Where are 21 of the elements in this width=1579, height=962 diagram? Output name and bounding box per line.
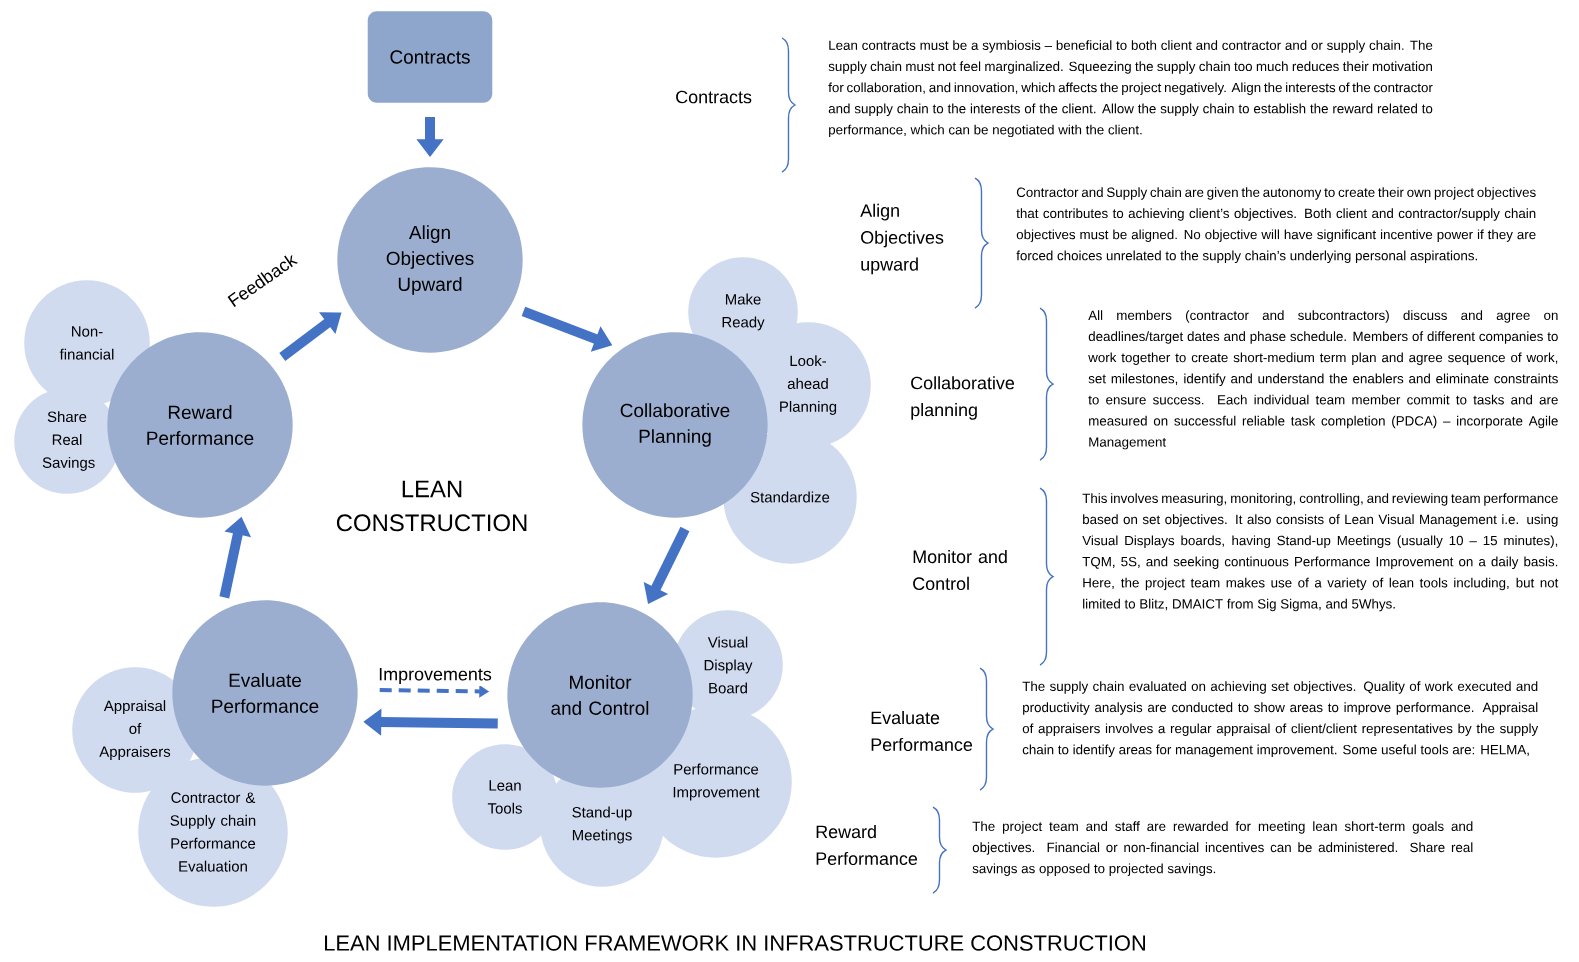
bubble: Share Real Savings — [14, 388, 120, 494]
section-heading: Contracts — [676, 90, 752, 104]
description-paragraph: The project team and staff are rewarded for meeting lean short-term goals and objectives. Financial or non-financial incentives can be administered. Share real savings as opposed to projected savings. — [972, 821, 1473, 876]
process-box: Contracts — [367, 11, 493, 103]
caption: LEAN IMPLEMENTATION FRAMEWORK IN INFRASTRUCTURE CONSTRUCTION — [325, 935, 1145, 951]
description-paragraph: Lean contracts must be a symbiosis – beneficial to both client and contractor and or supply chain. The supply chain must not feel marginalized. Squeezing the supply chain too much reduces their motivation for collaboration, and innovation, which affects the project negatively. Align the interests of the contractor and supply chain to the interests of the client. Allow the supply chain to establish the reward related to performance, which can be negotiated with the client. — [828, 40, 1433, 138]
section-heading: Reward Performance — [816, 824, 918, 866]
description-paragraph: All members (contractor and subcontractors) discuss and agree on deadlines/target dates and phase schedule. Members of different companies to work together to create short-medium term plan and agree sequence of work, set milestones, identify and understand the enablers and eliminate constraints to ensure success. Each individual team member commit to tasks and are measured on successful reliable task completion (PDCA) – incorporate Agile Management — [1088, 310, 1558, 450]
bubble: Lean Tools — [452, 744, 558, 850]
node-label: Visual Display Board — [704, 636, 753, 694]
description-paragraph: The supply chain evaluated on achieving set objectives. Quality of work executed and productivity analysis are conducted to show areas to improve performance. Appraisal of appraisers involves a regular appraisal of client/client representatives by the supply chain to identify areas for management improvement. Some useful tools are: HELMA, — [1022, 681, 1539, 757]
node-label: Stand-up Meetings — [572, 806, 632, 844]
section-heading: Evaluate Performance — [871, 710, 973, 752]
description-paragraph: Contractor and Supply chain are given the autonomy to create their own project objectives that contributes to achieving client’s objectives. Both client and contractor/supply chain objectives must be aligned. No objective will have significant incentive power if they are forced choices unrelated to the supply chain’s underlying personal aspirations. — [1016, 187, 1536, 263]
section-heading: Align Objectives upward — [860, 203, 944, 275]
description-paragraph: This involves measuring, monitoring, controlling, and reviewing team performance based on set objectives. It also consists of Lean Visual Management i.e. using Visual Displays boards, having Stand-up Meetings (usually 10 – 15 minutes), TQM, 5S, and seeking continuous Performance Improvement on a daily basis. Here, the project team makes use of a variety of lean tools including, but not limited to Blitz, DMAICT from Sig Sigma, and 5Whys. — [1082, 493, 1559, 612]
center-label: LEAN CONSTRUCTION — [336, 480, 527, 532]
section-heading: Monitor and Control — [913, 549, 1007, 591]
edge-label: Improvements — [376, 666, 494, 687]
node-label: Share Real Savings — [42, 411, 95, 471]
section-heading: Collaborative planning — [911, 376, 1015, 420]
